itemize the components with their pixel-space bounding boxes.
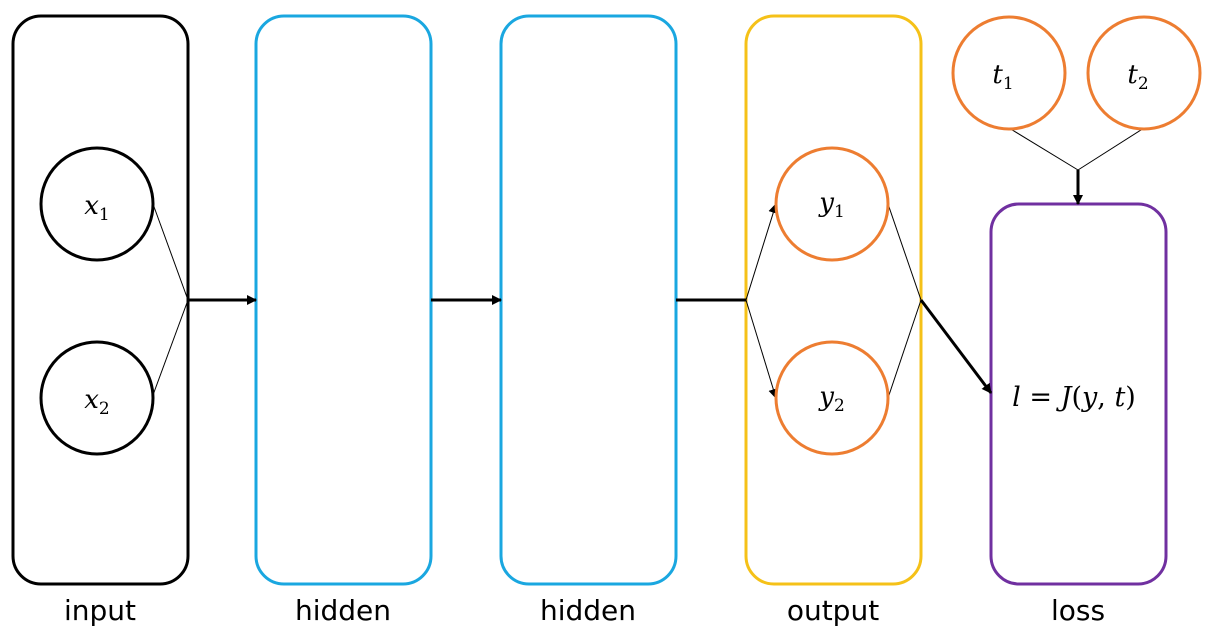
loss-formula-arg-y: y: [1081, 382, 1098, 413]
node-t1-subscript: 1: [1003, 74, 1014, 94]
loss-formula-lhs: l: [1012, 382, 1021, 413]
node-y2: y2: [774, 340, 890, 456]
loss-formula-open-paren: (: [1071, 382, 1082, 413]
loss-formula-equals: =: [1029, 382, 1052, 413]
t2-to-merge-line: [1077, 127, 1145, 171]
hidden-layer-1-box: [254, 14, 433, 586]
hidden-layer-2-label: hidden: [540, 594, 636, 627]
node-y2-subscript: 2: [834, 396, 845, 416]
y2-to-merge-line: [887, 299, 922, 399]
split-to-y1-arrow: [745, 203, 779, 301]
hidden-layer-1-label: hidden: [295, 594, 391, 627]
node-x2: x2: [39, 340, 155, 456]
y1-to-merge-line: [887, 203, 922, 301]
svg-text:x2: x2: [84, 385, 110, 419]
output-to-loss-arrow: [919, 299, 993, 394]
svg-text:x1: x1: [84, 191, 110, 225]
output-layer-box: [744, 14, 923, 586]
node-y2-symbol: y: [818, 382, 834, 412]
svg-text:t2: t2: [1127, 60, 1148, 94]
node-t2-symbol: t: [1127, 60, 1138, 90]
node-t2-subscript: 2: [1138, 74, 1149, 94]
loss-formula-close-paren: ): [1125, 382, 1136, 413]
node-t2: t2: [1086, 15, 1202, 131]
t1-to-merge-line: [1008, 127, 1079, 171]
node-x1-subscript: 1: [99, 205, 110, 225]
node-t1-symbol: t: [992, 60, 1003, 90]
node-t1: t1: [951, 15, 1067, 131]
loss-formula-arg-t: t: [1114, 382, 1125, 413]
loss-formula: l = J(y, t): [1012, 382, 1136, 413]
input-layer-label: input: [64, 594, 136, 627]
loss-formula-comma: ,: [1097, 382, 1106, 413]
loss-layer-label: loss: [1051, 594, 1105, 627]
svg-text:y2: y2: [818, 382, 845, 416]
svg-text:y1: y1: [818, 188, 845, 222]
node-y1: y1: [774, 146, 890, 262]
node-x2-symbol: x: [84, 385, 99, 415]
x1-to-merge-line: [152, 203, 189, 301]
loss-formula-func: J: [1056, 382, 1074, 413]
hidden-layer-2-box: [499, 14, 678, 586]
svg-text:t1: t1: [992, 60, 1013, 94]
x2-to-merge-line: [152, 299, 189, 396]
node-x2-subscript: 2: [99, 399, 110, 419]
node-y1-symbol: y: [818, 188, 834, 218]
node-y1-subscript: 1: [834, 202, 845, 222]
node-x1-symbol: x: [84, 191, 99, 221]
input-layer-box: [11, 14, 190, 586]
node-x1: x1: [39, 146, 155, 262]
split-to-y2-arrow: [745, 299, 779, 399]
output-layer-label: output: [787, 594, 879, 627]
